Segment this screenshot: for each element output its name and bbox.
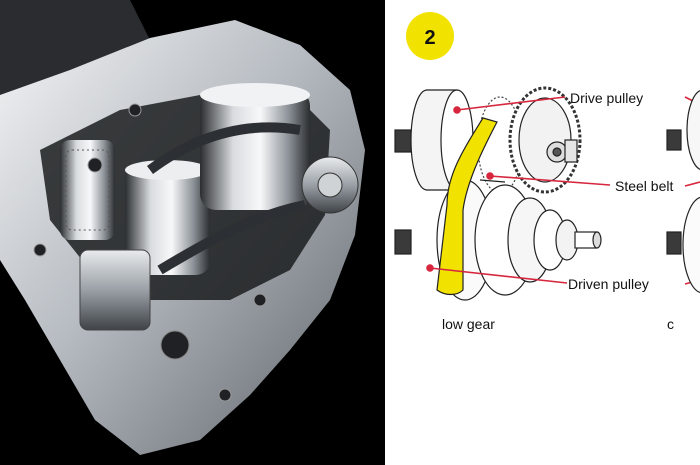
label-steel-belt: Steel belt bbox=[615, 178, 673, 194]
drain-plug-shape bbox=[160, 330, 190, 360]
leader-dot-belt bbox=[486, 172, 494, 180]
belt-band-shape bbox=[147, 122, 301, 175]
sprocket-shape bbox=[508, 86, 582, 194]
transmission-illustration bbox=[0, 0, 365, 455]
drive-pulley-shape bbox=[394, 89, 523, 194]
leader-steel-belt bbox=[489, 175, 611, 186]
cutaway-transmission-photo bbox=[0, 0, 385, 465]
label-cropped: c bbox=[667, 316, 674, 332]
steel-belt-shape bbox=[436, 117, 498, 296]
side-cover-shape bbox=[79, 249, 151, 331]
leader-dot-driven bbox=[426, 264, 434, 272]
leader-drive-pulley bbox=[456, 96, 566, 111]
number-badge: 2 bbox=[406, 12, 454, 60]
cropped-high-gear-assembly bbox=[666, 90, 700, 294]
gear-pack-left bbox=[60, 140, 115, 240]
driven-pulley-drum bbox=[200, 83, 359, 214]
leader-dot-drive bbox=[453, 106, 461, 114]
low-gear-assembly bbox=[394, 86, 602, 301]
cvt-diagram-svg: 2 bbox=[394, 12, 700, 332]
badge-number: 2 bbox=[424, 27, 435, 49]
label-drive-pulley: Drive pulley bbox=[570, 90, 643, 106]
cvt-diagram: 2 bbox=[385, 0, 700, 465]
badge-circle bbox=[406, 12, 454, 60]
label-low-gear: low gear bbox=[442, 316, 495, 332]
leader-driven-pulley bbox=[429, 267, 568, 284]
label-driven-pulley: Driven pulley bbox=[568, 276, 649, 292]
